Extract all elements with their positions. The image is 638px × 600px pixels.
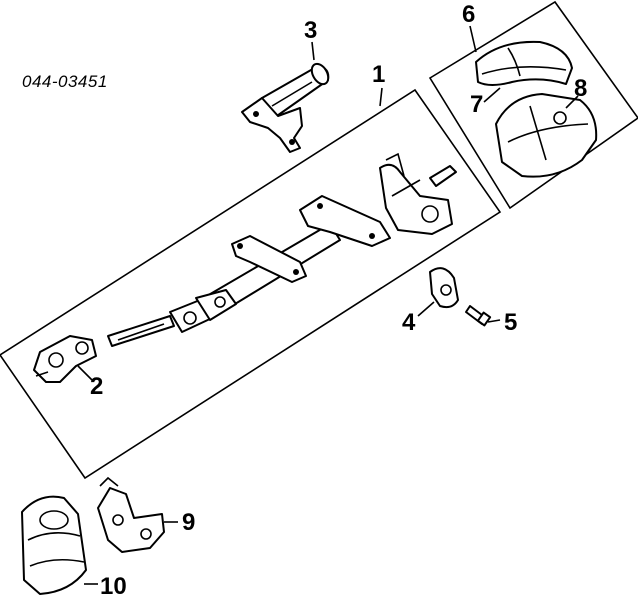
part-number-text: 044-03451 [22, 72, 108, 91]
lower-cover-part [495, 93, 598, 178]
callout-6: 6 [462, 1, 475, 28]
leader-6 [469, 25, 477, 53]
callout-7: 7 [470, 91, 483, 118]
leader-1 [379, 87, 383, 107]
callout-2: 2 [90, 373, 103, 400]
callout-3: 3 [304, 17, 317, 44]
lower-bracket-part [97, 476, 165, 553]
leader-7 [483, 87, 501, 103]
leader-3 [311, 41, 315, 61]
leader-4 [417, 301, 435, 317]
lower-u-joint-part [33, 335, 97, 383]
bolt-part [465, 305, 492, 327]
steering-column-part [199, 152, 457, 319]
callout-8: 8 [574, 75, 587, 102]
covers-group-box [428, 0, 638, 210]
callout-4: 4 [402, 309, 416, 336]
column-group-box [0, 88, 502, 480]
boot-cover-part [21, 495, 87, 595]
leader-5 [487, 319, 501, 323]
intermediate-shaft [107, 289, 237, 347]
leader-2 [77, 365, 93, 381]
callout-9: 9 [182, 509, 195, 536]
callout-1: 1 [372, 61, 385, 88]
leader-8 [565, 95, 579, 109]
column-sleeve-part [241, 62, 330, 153]
callout-5: 5 [504, 309, 517, 336]
upper-cover-part [475, 40, 573, 86]
callout-10: 10 [100, 573, 127, 600]
tilt-bracket-part [429, 267, 459, 309]
